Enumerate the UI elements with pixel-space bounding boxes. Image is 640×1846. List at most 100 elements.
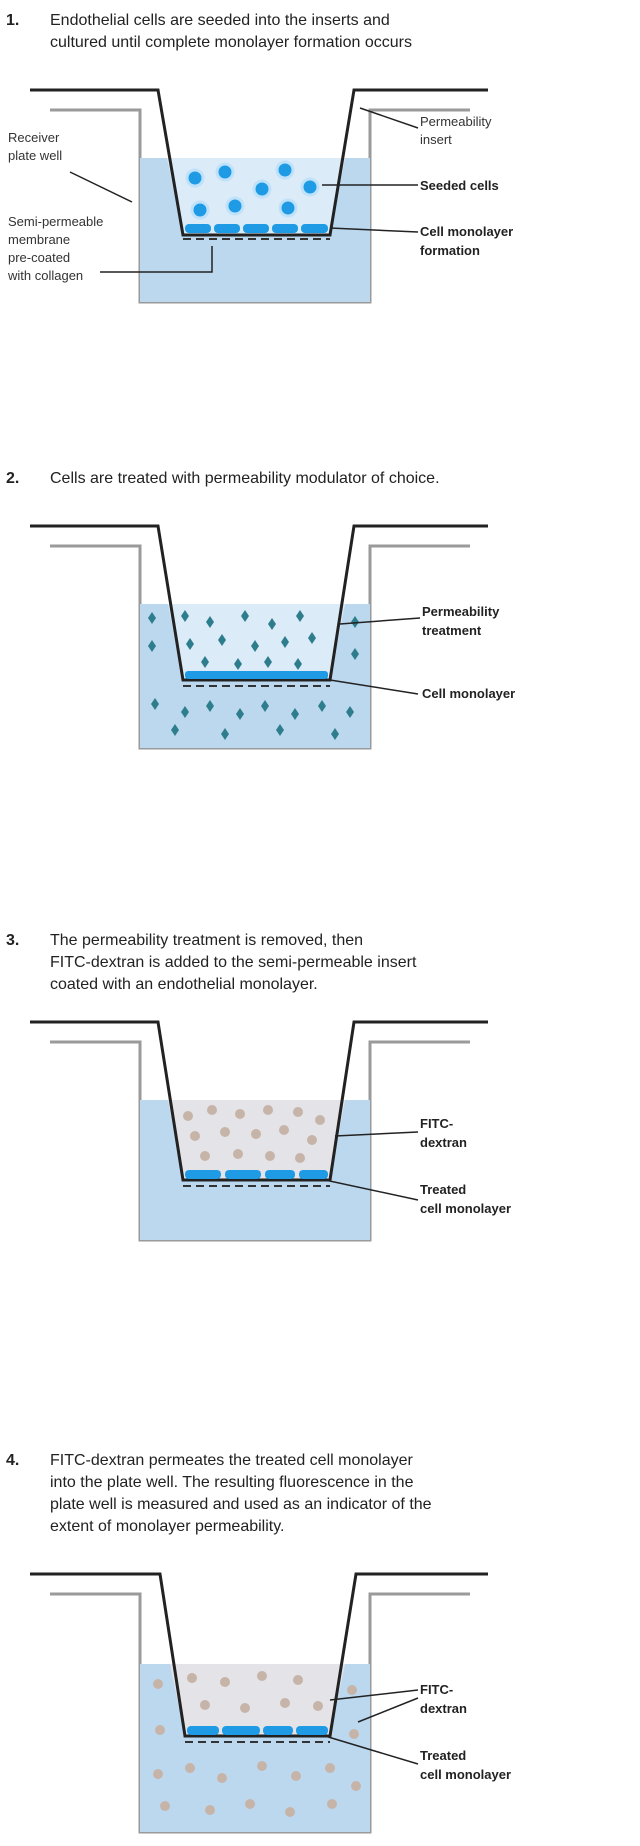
cell bbox=[296, 1726, 328, 1735]
dextran-particle bbox=[200, 1700, 210, 1710]
permeability-insert bbox=[30, 524, 488, 682]
dextran-particle bbox=[257, 1761, 267, 1771]
cell bbox=[215, 162, 235, 182]
label-seeded-cells: Seeded cells bbox=[420, 178, 499, 193]
cell bbox=[185, 1170, 221, 1179]
leader-line bbox=[329, 227, 419, 233]
label-treated: Treated bbox=[420, 1182, 466, 1197]
step-caption: FITC-dextran permeates the treated cell … bbox=[50, 1450, 630, 1538]
modulator-particle bbox=[351, 616, 359, 628]
modulator-particle bbox=[206, 616, 214, 628]
modulator-particle bbox=[148, 640, 156, 652]
modulator-particle bbox=[294, 658, 302, 670]
cell bbox=[263, 1726, 293, 1735]
caption-line: extent of monolayer permeability. bbox=[50, 1518, 285, 1535]
dextran-particle bbox=[349, 1729, 359, 1739]
modulator-particle bbox=[186, 638, 194, 650]
label-receiver: Receiver bbox=[8, 130, 60, 145]
dextran-particle bbox=[315, 1115, 325, 1125]
cell bbox=[190, 200, 210, 220]
cell bbox=[185, 168, 205, 188]
dextran-particle bbox=[257, 1671, 267, 1681]
label-treated: cell monolayer bbox=[420, 1201, 511, 1216]
dextran-particle bbox=[190, 1131, 200, 1141]
cell bbox=[278, 198, 298, 218]
caption-line: The permeability treatment is removed, t… bbox=[50, 932, 364, 949]
cell bbox=[185, 224, 211, 233]
leader-line bbox=[359, 107, 419, 129]
insert-medium bbox=[167, 158, 345, 235]
dextran-particle bbox=[220, 1677, 230, 1687]
permeability-insert bbox=[30, 1020, 488, 1182]
dextran-particle bbox=[235, 1109, 245, 1119]
dextran-particle bbox=[183, 1111, 193, 1121]
label-receiver: plate well bbox=[8, 148, 62, 163]
dextran-particle bbox=[185, 1763, 195, 1773]
modulator-particle bbox=[346, 706, 354, 718]
leader-line bbox=[357, 1697, 419, 1723]
label-membrane: pre-coated bbox=[8, 250, 70, 265]
leader-line bbox=[100, 246, 213, 273]
label-dextran: FITC- bbox=[420, 1682, 453, 1697]
well-diagram: FITC- dextran Treated cell monolayer bbox=[30, 1020, 511, 1242]
seeded-cells bbox=[185, 160, 320, 220]
dextran-particle bbox=[200, 1151, 210, 1161]
cell bbox=[252, 179, 272, 199]
leader-line bbox=[329, 1689, 419, 1701]
modulator-particle bbox=[236, 708, 244, 720]
dextran-particle bbox=[187, 1673, 197, 1683]
dextran-particle bbox=[307, 1135, 317, 1145]
modulator-particle bbox=[261, 700, 269, 712]
dextran-particle bbox=[220, 1127, 230, 1137]
modulator-particle bbox=[331, 728, 339, 740]
step-caption: Endothelial cells are seeded into the in… bbox=[50, 10, 630, 54]
step-2: 2. Cells are treated with permeability m… bbox=[0, 470, 640, 790]
dextran-particle bbox=[240, 1703, 250, 1713]
step-number: 2. bbox=[6, 470, 20, 487]
permeability-treatment bbox=[148, 610, 359, 740]
label-dextran: dextran bbox=[420, 1135, 467, 1150]
step-number: 3. bbox=[6, 932, 20, 949]
modulator-particle bbox=[206, 700, 214, 712]
dextran-particle bbox=[160, 1801, 170, 1811]
dextran-particle bbox=[291, 1771, 301, 1781]
dextran-particle bbox=[265, 1151, 275, 1161]
modulator-particle bbox=[241, 610, 249, 622]
cell-monolayer bbox=[185, 671, 328, 679]
step-1: 1. Endothelial cells are seeded into the… bbox=[0, 12, 640, 342]
cell bbox=[225, 1170, 261, 1179]
label-treated: cell monolayer bbox=[420, 1767, 511, 1782]
dextran-particle bbox=[153, 1679, 163, 1689]
dextran-particle bbox=[279, 1125, 289, 1135]
dextran-particle bbox=[153, 1769, 163, 1779]
dextran-particle bbox=[285, 1807, 295, 1817]
well-diagram: Receiver plate well Semi-permeable membr… bbox=[7, 88, 513, 304]
leader-line bbox=[334, 1131, 419, 1137]
insert-medium bbox=[168, 604, 345, 680]
modulator-particle bbox=[234, 658, 242, 670]
caption-line: Cells are treated with permeability modu… bbox=[50, 470, 440, 487]
cell bbox=[300, 177, 320, 197]
modulator-particle bbox=[151, 698, 159, 710]
step-4: 4. FITC-dextran permeates the treated ce… bbox=[0, 1452, 640, 1846]
step-caption: Cells are treated with permeability modu… bbox=[50, 468, 630, 490]
cell bbox=[275, 160, 295, 180]
label-membrane: Semi-permeable bbox=[8, 214, 103, 229]
modulator-particle bbox=[351, 648, 359, 660]
cell-monolayer bbox=[187, 1726, 328, 1735]
leader-line bbox=[329, 679, 419, 695]
cell bbox=[265, 1170, 295, 1179]
modulator-particle bbox=[201, 656, 209, 668]
modulator-particle bbox=[218, 634, 226, 646]
well-diagram: Permeability treatment Cell monolayer bbox=[30, 524, 515, 750]
cell bbox=[187, 1726, 219, 1735]
cell bbox=[299, 1170, 328, 1179]
caption-line: cultured until complete monolayer format… bbox=[50, 34, 412, 51]
step-3: 3. The permeability treatment is removed… bbox=[0, 932, 640, 1312]
label-dextran: dextran bbox=[420, 1701, 467, 1716]
cell bbox=[225, 196, 245, 216]
modulator-particle bbox=[291, 708, 299, 720]
dextran-particle bbox=[351, 1781, 361, 1791]
cell-monolayer bbox=[185, 1170, 328, 1179]
leader-line bbox=[324, 1179, 419, 1201]
